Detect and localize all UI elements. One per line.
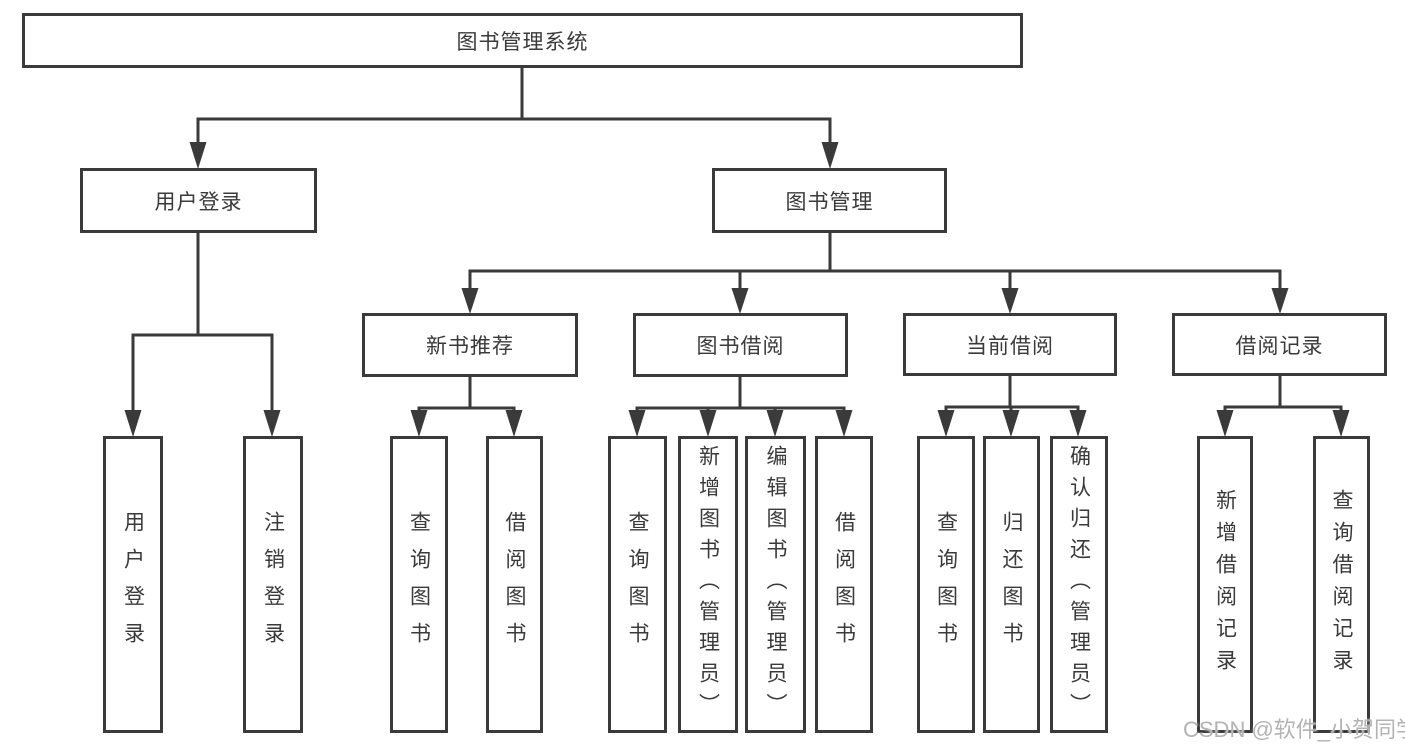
node-book-mgmt-label: 图书管理 xyxy=(785,190,874,214)
leaf-book-borrow-edit-admin: 编辑图书（管理员） xyxy=(745,436,806,733)
node-user-login-label: 用户登录 xyxy=(154,190,243,214)
leaf-label: 查询图书 xyxy=(626,510,649,659)
node-borrow-record-label: 借阅记录 xyxy=(1235,334,1324,358)
leaf-user-login-logout: 注销登录 xyxy=(243,436,303,733)
node-new-book-rec-label: 新书推荐 xyxy=(426,335,514,358)
connector-book-borrow-to-leaves xyxy=(628,375,853,437)
leaf-borrow-record-add: 新增借阅记录 xyxy=(1197,436,1253,733)
node-new-book-rec: 新书推荐 xyxy=(362,313,578,377)
leaf-label: 注销登录 xyxy=(261,510,285,659)
leaf-label: 借阅图书 xyxy=(503,510,526,659)
leaf-label: 用户登录 xyxy=(121,510,145,659)
connector-user-login-to-leaves xyxy=(124,231,281,437)
leaf-label: 查询图书 xyxy=(934,510,958,659)
node-current-borrow: 当前借阅 xyxy=(903,313,1117,376)
leaf-borrow-record-query: 查询借阅记录 xyxy=(1313,436,1370,733)
node-book-borrow: 图书借阅 xyxy=(633,313,848,377)
leaf-book-borrow-query: 查询图书 xyxy=(608,436,667,733)
leaf-book-borrow-add-admin: 新增图书（管理员） xyxy=(678,436,738,733)
leaf-current-borrow-query: 查询图书 xyxy=(917,436,975,733)
leaf-label: 查询图书 xyxy=(407,510,431,659)
connector-current-borrow-to-leaves xyxy=(937,373,1087,437)
leaf-new-book-rec-query: 查询图书 xyxy=(390,436,448,733)
leaf-label: 归还图书 xyxy=(1000,510,1023,659)
connector-book-mgmt-to-level3 xyxy=(461,231,1289,314)
leaf-current-borrow-confirm-admin: 确认归还（管理员） xyxy=(1050,436,1108,733)
leaf-new-book-rec-borrow: 借阅图书 xyxy=(486,436,543,733)
leaf-current-borrow-return: 归还图书 xyxy=(983,436,1040,733)
leaf-label: 新增图书（管理员） xyxy=(696,445,720,724)
leaf-label: 借阅图书 xyxy=(832,510,856,659)
leaf-label: 确认归还（管理员） xyxy=(1067,445,1091,724)
connector-new-book-rec-to-leaves xyxy=(410,375,523,437)
node-book-mgmt: 图书管理 xyxy=(712,168,947,233)
leaf-user-login-login: 用户登录 xyxy=(103,436,163,733)
node-current-borrow-label: 当前借阅 xyxy=(966,334,1054,358)
leaf-book-borrow-borrow: 借阅图书 xyxy=(815,436,873,733)
node-root-label: 图书管理系统 xyxy=(456,30,589,54)
node-root: 图书管理系统 xyxy=(22,13,1023,68)
leaf-label: 编辑图书（管理员） xyxy=(764,445,787,724)
leaf-label: 新增借阅记录 xyxy=(1213,488,1237,681)
leaf-label: 查询借阅记录 xyxy=(1330,488,1353,681)
connector-root-to-level2 xyxy=(189,66,839,169)
node-user-login: 用户登录 xyxy=(80,168,317,233)
csdn-watermark: CSDN @软件_小贺同学 xyxy=(1183,717,1405,742)
node-borrow-record: 借阅记录 xyxy=(1172,313,1387,376)
connector-borrow-record-to-leaves xyxy=(1216,373,1350,437)
node-book-borrow-label: 图书借阅 xyxy=(696,335,785,358)
